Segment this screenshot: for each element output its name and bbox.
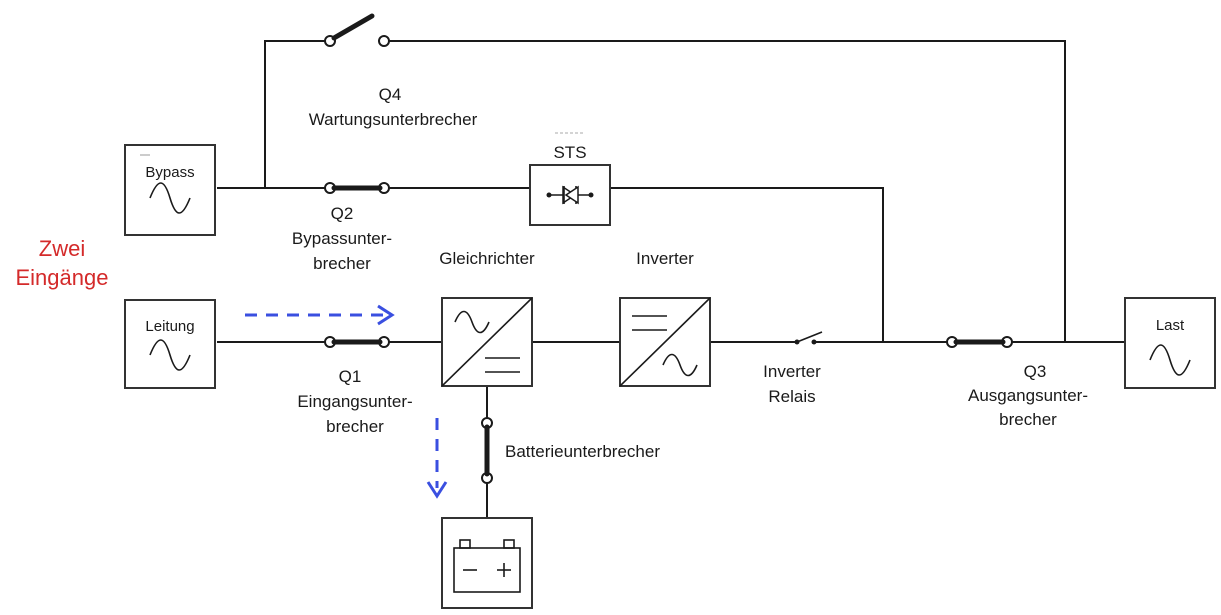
q4-id-label: Q4 <box>379 85 402 104</box>
q3-name-label-2: brecher <box>999 410 1057 429</box>
q3-name-label-1: Ausgangsunter- <box>968 386 1088 405</box>
load-label: Last <box>1156 317 1185 334</box>
inverter-relay[interactable] <box>794 331 823 345</box>
q4-name-label: Wartungsunterbrecher <box>309 110 478 129</box>
q3-id-label: Q3 <box>1024 362 1047 381</box>
bypass-label: Bypass <box>145 164 194 181</box>
two-inputs-label-line2: Eingänge <box>16 265 109 290</box>
battery-breaker-label: Batterieunterbrecher <box>505 442 660 461</box>
q2-name-label-2: brecher <box>313 254 371 273</box>
maintenance-bypass-wire-right <box>384 40 1066 342</box>
q2-name-label-1: Bypassunter- <box>292 229 392 248</box>
sine-wave-icon <box>454 310 490 334</box>
q1-name-label-2: brecher <box>326 417 384 436</box>
inverter-label: Inverter <box>636 249 694 268</box>
q2-id-label: Q2 <box>331 204 354 223</box>
mains-label: Leitung <box>145 318 194 335</box>
battery-flow-arrow <box>426 418 448 499</box>
sine-wave-icon <box>662 353 698 377</box>
q1-name-label-1: Eingangsunter- <box>297 392 412 411</box>
q2-breaker[interactable] <box>324 182 390 194</box>
sts-label: STS <box>553 143 586 162</box>
static-transfer-switch <box>529 164 611 226</box>
sine-wave-icon <box>1149 344 1191 376</box>
rectifier-label: Gleichrichter <box>439 249 535 268</box>
wiring <box>217 40 1125 518</box>
q4-breaker[interactable] <box>324 13 390 47</box>
battery-icon <box>453 539 521 593</box>
q3-breaker[interactable] <box>946 336 1013 348</box>
maintenance-bypass-wire <box>264 40 330 188</box>
load <box>1124 297 1216 389</box>
inverter-relay-label-1: Inverter <box>763 362 821 381</box>
sine-wave-icon <box>149 182 191 214</box>
q1-breaker[interactable] <box>324 336 390 348</box>
input-flow-arrow <box>245 304 395 326</box>
battery-breaker[interactable] <box>481 417 493 484</box>
bypass-source <box>124 144 216 236</box>
two-inputs-label-line1: Zwei <box>39 236 85 261</box>
inverter <box>619 297 711 387</box>
sts-output-wire <box>610 187 884 342</box>
q1-id-label: Q1 <box>339 367 362 386</box>
sine-wave-icon <box>149 339 191 371</box>
rectifier <box>441 297 533 387</box>
thyristor-icon <box>546 185 594 205</box>
battery <box>441 517 533 609</box>
mains-source <box>124 299 216 389</box>
inverter-relay-label-2: Relais <box>768 387 815 406</box>
